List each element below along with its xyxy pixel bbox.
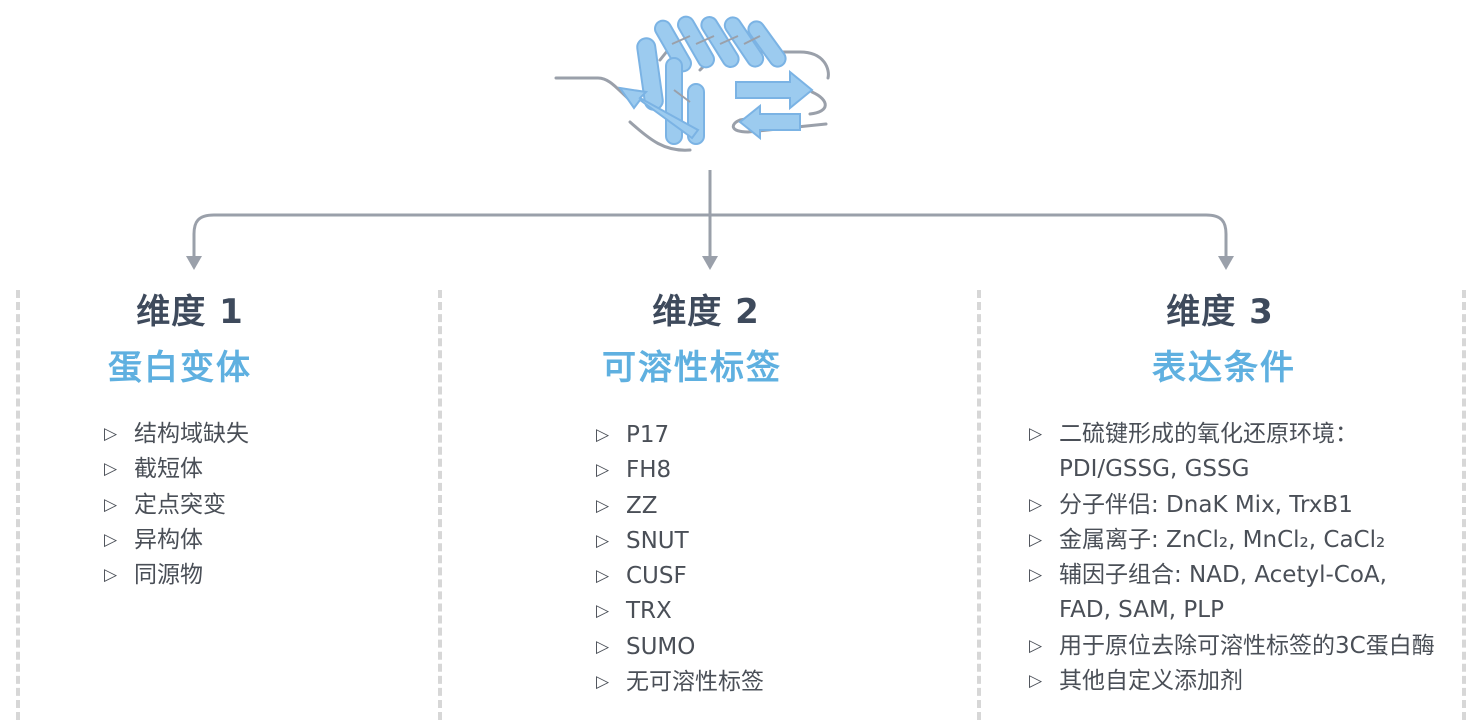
dimension-title: 维度 2 [652,292,760,332]
list-item: ▷ 定点突变 [104,488,249,523]
bullet-icon: ▷ [1029,565,1043,586]
arrow-down-icon [702,256,718,270]
bullet-icon: ▷ [104,459,118,480]
list-item: ▷ SNUT [596,524,764,559]
item-text: 无可溶性标签 [626,669,764,696]
list-item: ▷ P17 [596,418,764,453]
category-title: 蛋白变体 [108,348,252,388]
item-text: 结构域缺失 [134,421,249,447]
bullet-icon: ▷ [104,529,118,550]
divider [16,290,20,720]
divider [438,290,442,720]
list-item: ▷ 截短体 [104,452,249,487]
item-list: ▷ P17 ▷ FH8 ▷ ZZ ▷ SNUT ▷ CUSF ▷ TRX ▷ SUMO ▷ 无可… [596,418,764,700]
protein-structure-icon [554,15,830,152]
bullet-icon: ▷ [1029,635,1043,656]
list-item: ▷ CUSF [596,559,764,594]
item-text: 金属离子: ZnCl₂, MnCl₂, CaCl₂ [1059,526,1386,553]
list-item: ▷ 分子伴侣: DnaK Mix, TrxB1 [1029,488,1435,523]
item-text: 用于原位去除可溶性标签的3C蛋白酶 [1059,632,1435,659]
list-item: ▷ 金属离子: ZnCl₂, MnCl₂, CaCl₂ [1029,523,1435,558]
list-item: ▷ SUMO [596,630,764,665]
item-text: 分子伴侣: DnaK Mix, TrxB1 [1059,491,1353,518]
beta-strand-icon [617,69,814,141]
item-text: SNUT [626,527,689,554]
bullet-icon: ▷ [1029,671,1043,692]
bullet-icon: ▷ [104,565,118,586]
item-text: 辅因子组合: NAD, Acetyl-CoA, [1059,562,1387,589]
list-item: ▷ 其他自定义添加剂 [1029,664,1435,699]
arrowheads [186,256,1234,270]
item-text: TRX [626,598,672,625]
bullet-icon: ▷ [1029,424,1043,444]
divider [1462,290,1466,720]
list-item: ▷ ZZ [596,489,764,524]
list-item: ▷ 二硫键形成的氧化还原环境： PDI/GSSG, GSSG [1029,417,1435,488]
list-item: ▷ 辅因子组合: NAD, Acetyl-CoA, FAD, SAM, PLP [1029,558,1435,629]
item-list: ▷ 二硫键形成的氧化还原环境： PDI/GSSG, GSSG ▷ 分子伴侣: DnaK… [1029,417,1435,699]
bullet-icon: ▷ [596,566,610,587]
item-list: ▷ 结构域缺失 ▷ 截短体 ▷ 定点突变 ▷ 异构体 ▷ 同源物 [104,417,249,593]
item-text: 同源物 [134,562,203,589]
connector-arrows [186,170,1234,270]
item-text: CUSF [626,563,687,590]
branch-lines [192,170,1228,258]
item-continuation: PDI/GSSG, GSSG [1059,456,1250,483]
bullet-icon: ▷ [104,424,118,444]
bullet-icon: ▷ [596,495,610,516]
dimension-title: 维度 1 [136,292,244,332]
item-text: 异构体 [134,526,203,553]
item-text: 定点突变 [134,491,226,518]
bullet-icon: ▷ [596,460,610,481]
bullet-icon: ▷ [596,601,610,622]
item-text: 截短体 [134,456,203,483]
item-text: SUMO [626,633,696,660]
bullet-icon: ▷ [596,530,610,551]
divider [977,290,981,720]
item-text: ZZ [626,492,658,519]
arrow-down-icon [186,256,202,270]
item-continuation: FAD, SAM, PLP [1059,597,1224,624]
bullet-icon: ▷ [1029,529,1043,550]
list-item: ▷ FH8 [596,453,764,488]
bullet-icon: ▷ [596,425,610,445]
bullet-icon: ▷ [596,672,610,693]
list-item: ▷ 无可溶性标签 [596,665,764,700]
list-item: ▷ TRX [596,594,764,629]
item-text: 二硫键形成的氧化还原环境： [1059,421,1358,447]
bullet-icon: ▷ [104,494,118,515]
list-item: ▷ 结构域缺失 [104,417,249,452]
list-item: ▷ 同源物 [104,558,249,593]
list-item: ▷ 用于原位去除可溶性标签的3C蛋白酶 [1029,629,1435,664]
item-text: FH8 [626,457,672,484]
item-text: 其他自定义添加剂 [1059,668,1243,695]
item-text: P17 [626,422,670,448]
category-title: 可溶性标签 [602,348,782,388]
bullet-icon: ▷ [596,636,610,657]
list-item: ▷ 异构体 [104,523,249,558]
dimension-title: 维度 3 [1166,292,1274,332]
arrow-down-icon [1218,256,1234,270]
bullet-icon: ▷ [1029,494,1043,515]
category-title: 表达条件 [1152,348,1296,388]
